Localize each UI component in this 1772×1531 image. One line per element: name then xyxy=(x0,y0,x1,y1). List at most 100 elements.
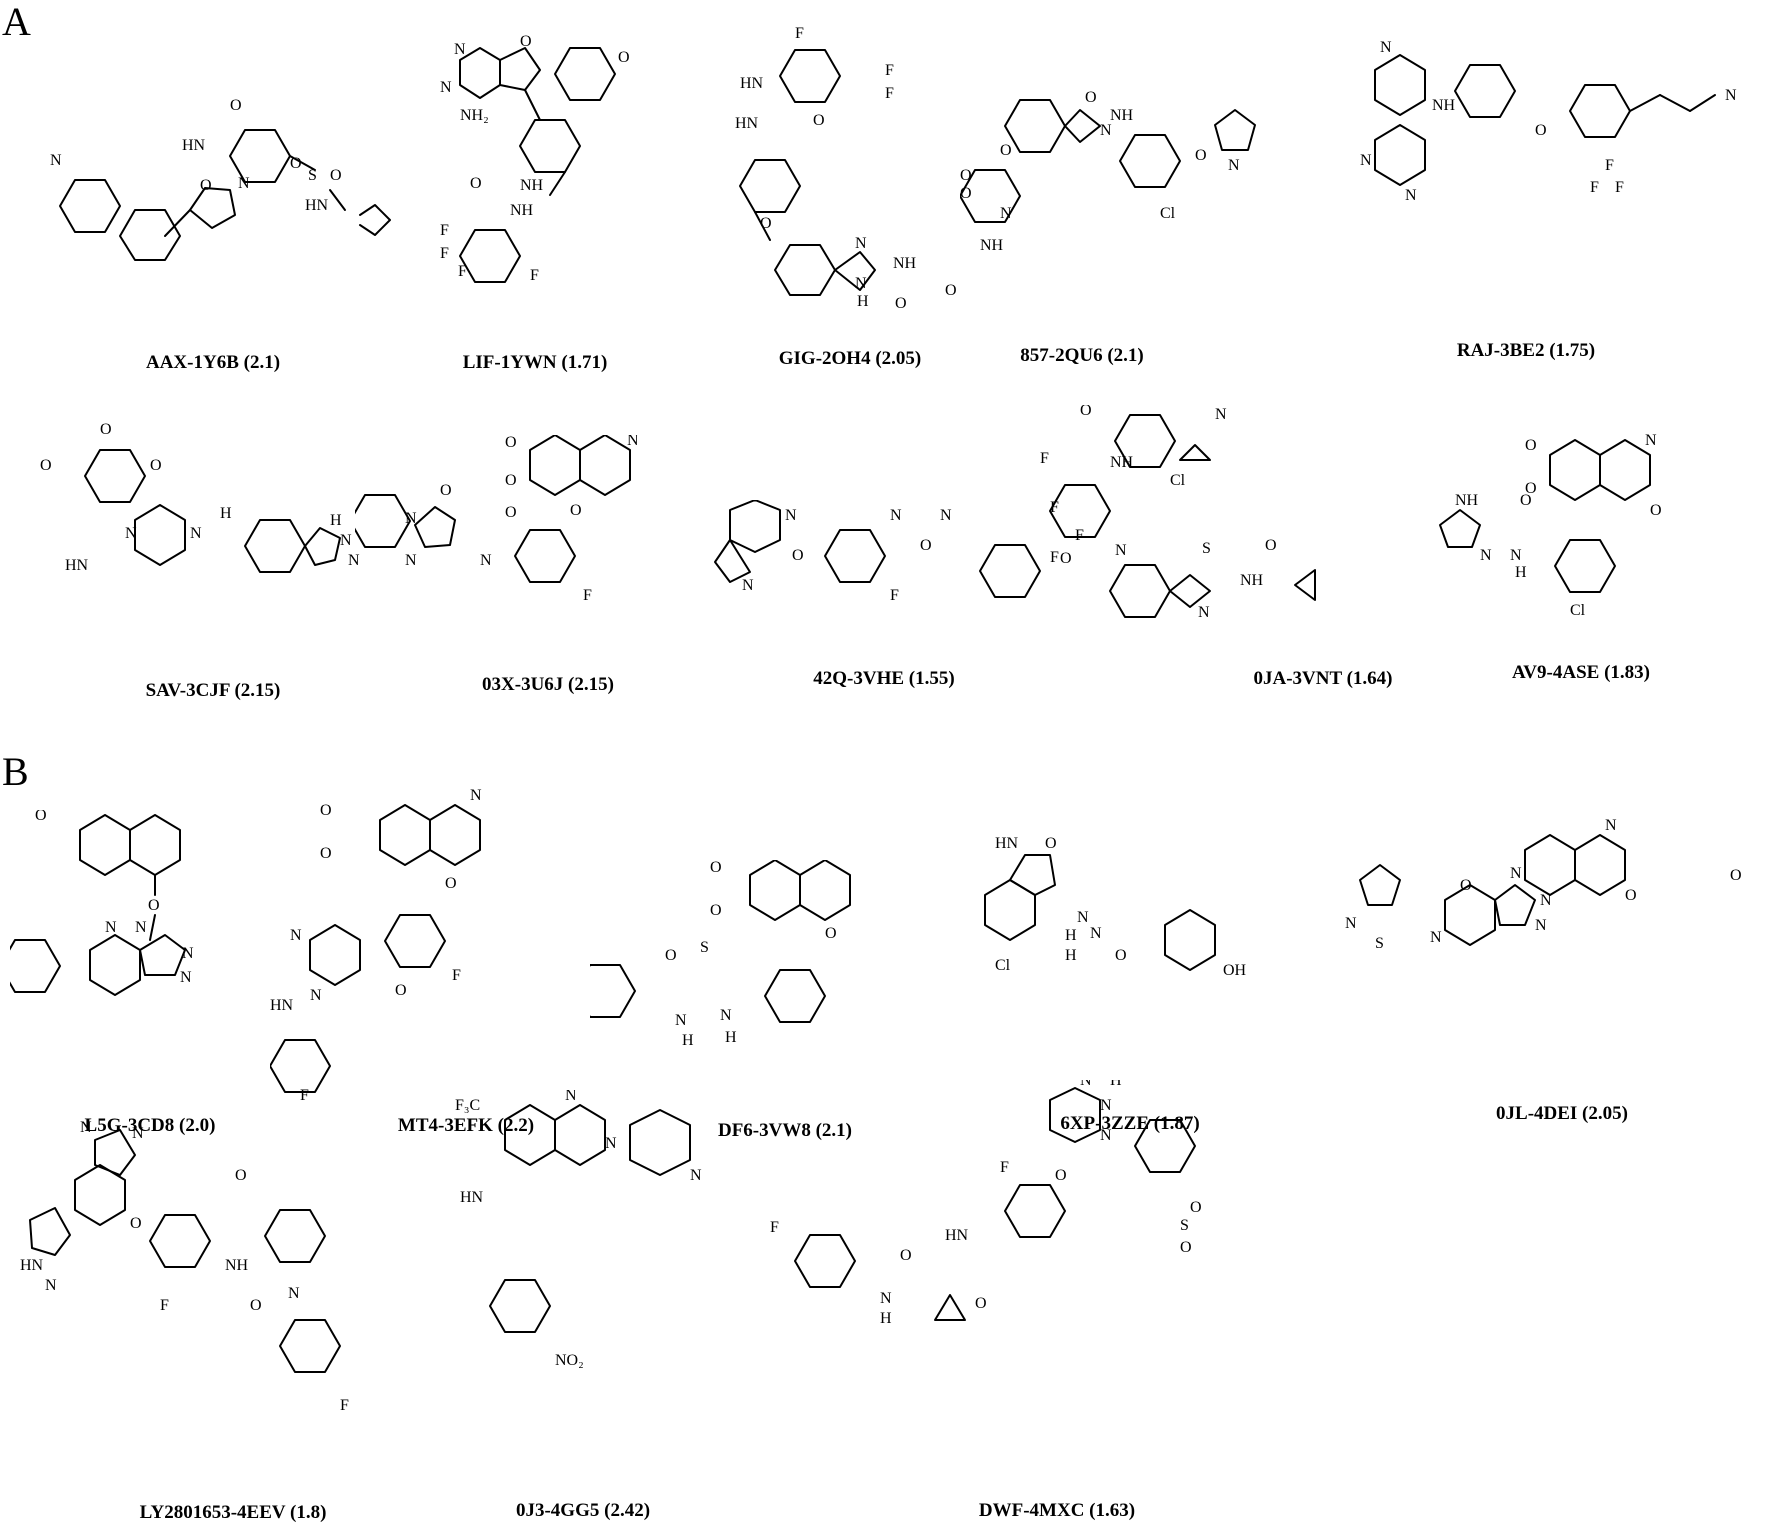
atom-label: F xyxy=(160,1297,169,1314)
atom-label: HN xyxy=(305,197,329,214)
compound-caption: 0JL-4DEI (2.05) xyxy=(1496,1103,1628,1124)
atom-label: N xyxy=(190,525,202,542)
atom-label: N xyxy=(1645,432,1657,449)
atom-label: F xyxy=(340,1397,349,1414)
atom-label: O xyxy=(440,482,452,499)
atom-label: O xyxy=(505,472,517,489)
structure-l5g-3cd8: O N O N N N N xyxy=(10,810,194,996)
atom-label: N xyxy=(480,552,492,569)
atom-label: N xyxy=(80,1120,92,1136)
atom-label: F xyxy=(440,222,449,239)
atom-label: HN xyxy=(182,137,206,154)
compound-caption: 42Q-3VHE (1.55) xyxy=(813,668,955,689)
atom-label: N xyxy=(238,175,250,192)
atom-label: Cl xyxy=(1170,472,1186,489)
atom-label: NH xyxy=(520,177,544,194)
atom-label: N xyxy=(348,552,360,569)
atom-label: F xyxy=(890,587,899,604)
structure-42q-3vhe: N N O N H H N N O F F F F xyxy=(714,500,1084,604)
atom-label: N xyxy=(1080,1080,1092,1089)
atom-label: N xyxy=(1605,817,1617,834)
atom-label: N xyxy=(405,552,417,569)
atom-label: O xyxy=(760,215,772,232)
atom-label: NH xyxy=(1110,454,1134,471)
atom-label: O xyxy=(1625,887,1637,904)
atom-label: O xyxy=(1085,89,1097,106)
compound-caption: MT4-3EFK (2.2) xyxy=(397,1115,535,1136)
atom-label: N xyxy=(675,1012,687,1029)
atom-label: N xyxy=(740,500,752,504)
compound-caption: 6XP-3ZZE (1.87) xyxy=(1060,1113,1200,1134)
atom-label: O xyxy=(1650,502,1662,519)
atom-label: HN xyxy=(995,835,1019,852)
atom-label: NH xyxy=(1240,572,1264,589)
atom-label: N xyxy=(890,507,902,524)
atom-label: NH xyxy=(1432,97,1456,114)
atom-label: F xyxy=(1000,1159,1009,1176)
atom-label: N xyxy=(135,810,147,814)
structure-av9-4ase: O O N O NH O N N H Cl xyxy=(1439,432,1662,619)
atom-label: O xyxy=(792,547,804,564)
atom-label: N xyxy=(855,235,867,252)
atom-label: N xyxy=(1100,122,1112,139)
atom-label: O xyxy=(1525,437,1537,454)
atom-label: S xyxy=(1375,935,1384,952)
structure-mt4-3efk: O O N O N F HN N O F xyxy=(270,787,482,1100)
compound-caption: AAX-1Y6B (2.1) xyxy=(145,352,281,373)
atom-label: N xyxy=(880,1290,892,1307)
atom-label: O xyxy=(1055,1167,1067,1184)
compound-caption: DWF-4MXC (1.63) xyxy=(978,1500,1136,1521)
atom-label: F xyxy=(795,25,804,42)
atom-label: H xyxy=(930,500,942,504)
atom-label: H xyxy=(1110,1080,1122,1089)
atom-label: Cl xyxy=(1570,602,1586,619)
atom-label: HN xyxy=(460,1189,484,1206)
atom-label: N xyxy=(125,525,137,542)
atom-label: F xyxy=(1040,450,1049,467)
atom-label: F xyxy=(1590,179,1599,196)
atom-label: O xyxy=(1265,537,1277,554)
structure-raj-3be2: N NH N N N O F F F xyxy=(1360,40,1737,204)
atom-label: N xyxy=(690,1167,702,1184)
atom-label: O xyxy=(40,457,52,474)
atom-label: O xyxy=(320,802,332,819)
atom-label: HN xyxy=(65,557,89,574)
atom-label: N xyxy=(105,919,117,936)
structure-dwf-4mxc: N H N N F O S O O HN F O N H O xyxy=(770,1080,1202,1327)
atom-label: N xyxy=(785,507,797,524)
atom-label: HN xyxy=(735,115,759,132)
atom-label: F xyxy=(452,967,461,984)
structure-df6-3vw8: O O N O S O N N H H xyxy=(590,860,862,1049)
atom-label: O xyxy=(230,97,242,114)
compound-caption: L5G-3CD8 (2.0) xyxy=(84,1115,216,1136)
atom-label: O xyxy=(150,457,162,474)
structure-aax-1y6b: N HN O O N O S O HN xyxy=(50,97,391,261)
atom-label: H xyxy=(220,505,232,522)
atom-label: H xyxy=(880,1310,892,1327)
atom-label: N xyxy=(310,987,322,1004)
atom-label: N xyxy=(1510,865,1522,882)
atom-label: F xyxy=(1050,549,1059,566)
atom-label: N xyxy=(1115,542,1127,559)
atom-label: N xyxy=(440,79,452,96)
structure-03x-3u6j: O O N O O N N N O F xyxy=(355,435,639,604)
compound-caption: 0J3-4GG5 (2.42) xyxy=(515,1500,651,1521)
atom-label: N xyxy=(855,275,867,292)
atom-label: O xyxy=(130,1215,142,1232)
atom-label: N xyxy=(290,927,302,944)
compound-caption: LY2801653-4EEV (1.8) xyxy=(139,1502,327,1523)
compound-caption: 857-2QU6 (2.1) xyxy=(1020,345,1144,366)
atom-label: S xyxy=(308,167,317,184)
atom-label: O xyxy=(1730,867,1742,884)
atom-label: O xyxy=(895,295,907,310)
atom-label: O xyxy=(618,49,630,66)
atom-label: N xyxy=(940,507,952,524)
atom-label: F xyxy=(1075,527,1084,544)
atom-label: NH₂ xyxy=(460,107,489,124)
atom-label: N xyxy=(1345,915,1357,932)
atom-label: H xyxy=(330,512,342,529)
atom-label: O xyxy=(505,435,517,451)
atom-label: O xyxy=(1190,1199,1202,1216)
atom-label: N xyxy=(605,1135,617,1152)
atom-label: O xyxy=(395,982,407,999)
